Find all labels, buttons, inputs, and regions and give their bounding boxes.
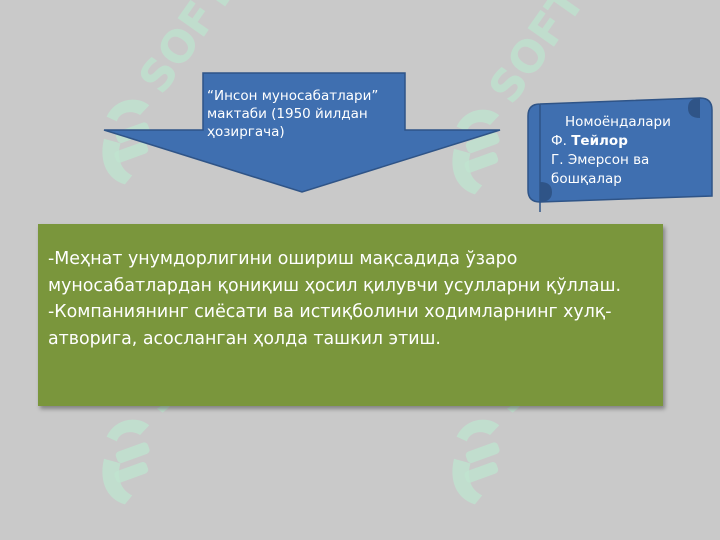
scroll-line-1-name: Тейлор xyxy=(571,133,628,149)
content-paragraph-1: -Меҳнат унумдорлигини ошириш мақсадида ў… xyxy=(48,249,622,296)
scroll-line-1-prefix: Ф. xyxy=(551,133,567,149)
scroll-title: Номоёндалари xyxy=(565,114,671,130)
scroll-line-1: Ф. Тейлор xyxy=(551,132,701,151)
content-paragraph-2: -Компаниянинг сиёсати ва истиқболини ход… xyxy=(48,302,612,349)
content-box: -Меҳнат унумдорлигини ошириш мақсадида ў… xyxy=(38,224,663,406)
scroll-line-2: Г. Эмерсон ва бошқалар xyxy=(551,152,650,187)
scroll-text: Номоёндалари Ф. Тейлор Г. Эмерсон ва бош… xyxy=(551,113,701,189)
arrow-caption: “Инсон муносабатлари” мактаби (1950 йилд… xyxy=(207,88,379,140)
